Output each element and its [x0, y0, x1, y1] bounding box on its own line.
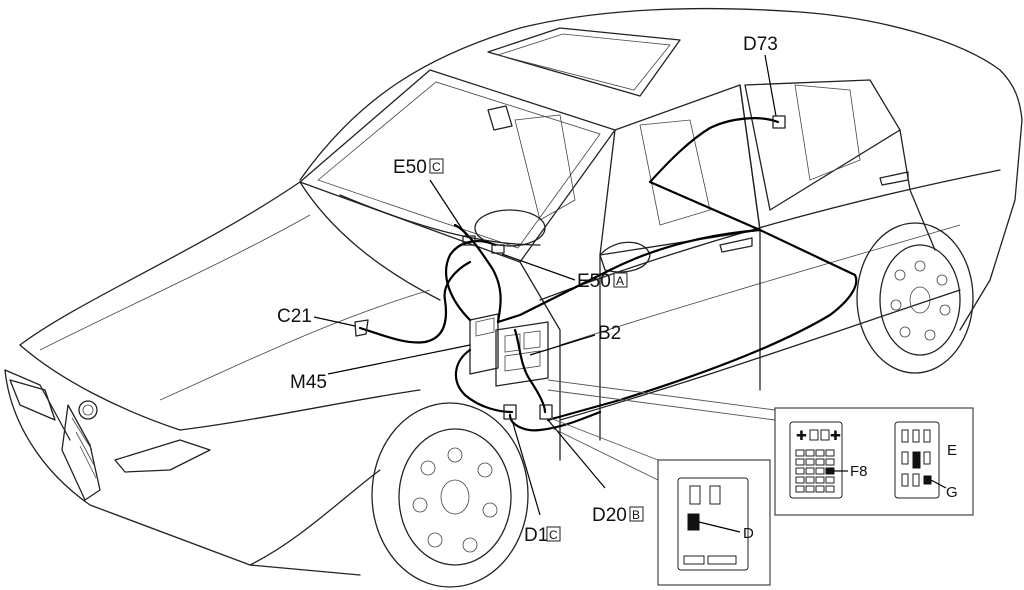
label-d1c-text: D1	[524, 525, 548, 546]
pin-label-g: G	[946, 484, 958, 501]
rear-wheel-icon	[856, 222, 974, 374]
wiring-harness-icon	[358, 117, 858, 432]
label-e50a-text: E50	[577, 271, 611, 292]
label-e50c-box: C	[432, 160, 441, 174]
label-e50c-text: E50	[393, 157, 427, 178]
label-d20b-text: D20	[592, 505, 627, 526]
pin-label-e: E	[947, 442, 957, 459]
fuse-box-icon	[469, 313, 549, 387]
car-body-icon	[4, 7, 1023, 576]
pin-label-d: D	[743, 525, 754, 542]
label-d20b: D20 B	[592, 505, 644, 526]
label-c21: C21	[277, 306, 312, 327]
connector-panel-f8-eg: ✚ ✚ F8 E G	[774, 407, 974, 516]
label-d1c-box: C	[549, 528, 558, 542]
front-wheel-icon	[371, 402, 529, 588]
label-e50a-box: A	[616, 274, 624, 288]
label-d20b-box: B	[632, 508, 640, 522]
label-e50c: E50 C	[393, 157, 444, 178]
svg-text:✚: ✚	[830, 428, 841, 443]
label-d1c: D1 C	[524, 525, 561, 546]
connector-eg: E G	[894, 421, 958, 501]
pin-label-f8: F8	[850, 463, 868, 480]
label-e50a: E50 A	[577, 271, 628, 292]
connector-f8: ✚ ✚ F8	[789, 421, 868, 499]
connector-panel-d: D	[657, 459, 771, 586]
connector-icon	[354, 115, 786, 420]
svg-text:✚: ✚	[796, 428, 807, 443]
label-d73: D73	[743, 34, 778, 55]
label-m45: M45	[290, 372, 327, 393]
label-b2: B2	[598, 323, 621, 344]
